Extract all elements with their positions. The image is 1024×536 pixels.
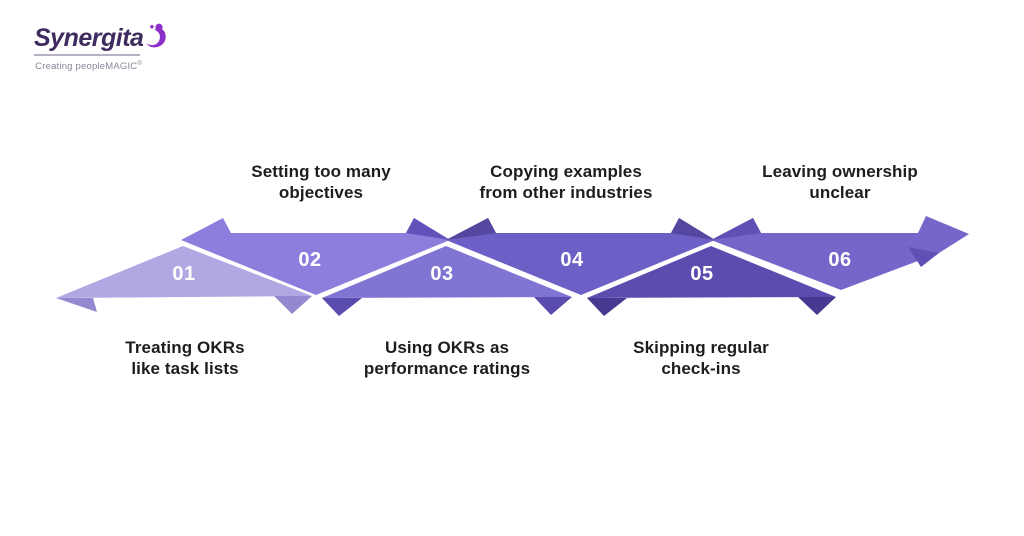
caption-line: Setting too many bbox=[251, 162, 391, 181]
arrow-fold-right bbox=[534, 297, 572, 315]
arrow-step-03: 03 bbox=[322, 246, 572, 316]
caption-line: unclear bbox=[809, 183, 871, 202]
swirl-dot-small bbox=[150, 25, 155, 29]
step-number: 01 bbox=[172, 263, 195, 285]
arrow-fold-left bbox=[711, 218, 761, 240]
arrow-step-04: 04 bbox=[446, 218, 715, 295]
arrow-step-02: 02 bbox=[181, 218, 450, 295]
caption-line: from other industries bbox=[479, 183, 653, 202]
caption-line: like task lists bbox=[131, 359, 239, 378]
arrow-fold-right bbox=[798, 297, 836, 315]
synergita-logo: Synergita Creating peopleMAGIC® bbox=[34, 23, 167, 72]
arrow-fold-right bbox=[406, 218, 450, 240]
logo-row: Synergita bbox=[34, 23, 167, 52]
caption-line: Skipping regular bbox=[633, 338, 769, 357]
caption-line: Using OKRs as bbox=[384, 338, 510, 357]
arrow-fold-right bbox=[274, 296, 312, 314]
logo-swirl-icon bbox=[147, 23, 167, 48]
step-number: 06 bbox=[828, 249, 851, 271]
arrow-step-01: 01 bbox=[56, 246, 312, 314]
step-caption-03: Using OKRs as performance ratings bbox=[307, 337, 587, 379]
arrow-body bbox=[181, 218, 450, 295]
arrow-fold-left bbox=[56, 298, 97, 312]
arrow-body bbox=[322, 246, 572, 298]
arrow-step-06: 06 bbox=[711, 216, 969, 290]
arrow-fold-left bbox=[587, 298, 627, 316]
logo-tagline-text: Creating peopleMAGIC bbox=[35, 61, 138, 73]
step-caption-02: Setting too many objectives bbox=[181, 161, 461, 203]
arrow-body bbox=[587, 246, 836, 298]
arrow-body bbox=[711, 216, 969, 290]
step-caption-06: Leaving ownership unclear bbox=[700, 161, 980, 203]
arrow-body bbox=[56, 246, 312, 298]
step-number: 05 bbox=[690, 263, 713, 285]
logo-divider bbox=[34, 54, 140, 56]
arrow-body bbox=[446, 218, 715, 295]
arrow-fold-left bbox=[446, 218, 496, 240]
step-number: 04 bbox=[560, 249, 584, 271]
caption-line: performance ratings bbox=[363, 359, 531, 378]
swirl-tail bbox=[147, 28, 167, 48]
step-number: 03 bbox=[430, 263, 453, 285]
step-caption-05: Skipping regular check-ins bbox=[561, 337, 841, 379]
logo-wordmark: Synergita bbox=[34, 24, 144, 52]
caption-line: Treating OKRs bbox=[125, 338, 245, 357]
caption-line: Copying examples bbox=[490, 162, 642, 181]
registered-mark: ® bbox=[137, 61, 142, 67]
arrow-fold-right bbox=[671, 218, 715, 240]
arrow-fold-right bbox=[908, 247, 939, 267]
step-caption-04: Copying examples from other industries bbox=[426, 161, 706, 203]
step-caption-01: Treating OKRs like task lists bbox=[45, 337, 325, 379]
caption-line: objectives bbox=[278, 183, 364, 202]
caption-line: check-ins bbox=[661, 359, 741, 378]
logo-tagline: Creating peopleMAGIC® bbox=[34, 59, 142, 72]
arrow-step-05: 05 bbox=[587, 246, 836, 316]
caption-line: Leaving ownership bbox=[762, 162, 918, 181]
arrow-fold-left bbox=[322, 298, 362, 316]
step-number: 02 bbox=[298, 249, 321, 271]
